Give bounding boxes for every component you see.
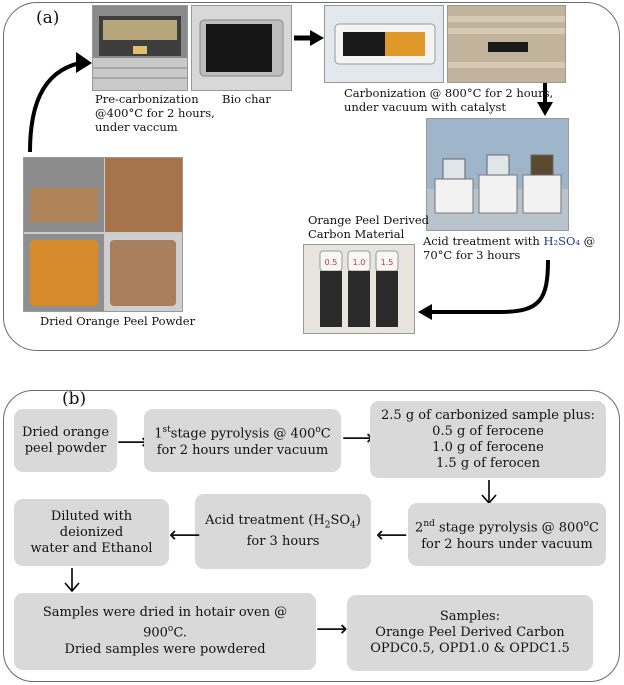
hotplates-drawing (427, 119, 568, 230)
oven-celsius: C. (173, 625, 187, 641)
acid-sub-2: 2 (324, 520, 331, 531)
arrow-right-3: ⟶ (316, 617, 348, 642)
tube-furnace-drawing (448, 6, 565, 82)
furnace-photo-precarb (92, 5, 188, 91)
stage2-degree: o (583, 519, 590, 530)
stage1-text: stage pyrolysis @ 400 (170, 426, 316, 442)
vial-label-3: 1.5 (381, 258, 394, 267)
acid-close: ) (355, 513, 361, 529)
acid-text: Acid treatment (H (205, 513, 325, 529)
furnace-drawing (93, 6, 187, 90)
carbonized-line4: 1.5 g of ferocen (436, 455, 540, 471)
step-stage1-line2: for 2 hours under vacuum (156, 442, 329, 458)
oven-degree: o (167, 624, 174, 635)
step-diluted: Diluted with deionized water and Ethanol (14, 499, 169, 566)
vials-photo: 0.5 1.0 1.5 (303, 244, 415, 334)
step-stage2-line1: 2nd stage pyrolysis @ 800oC (415, 516, 599, 536)
oven-line1: Samples were dried in hotair oven @ 900o… (20, 605, 310, 641)
stage2-ordinal: nd (423, 519, 435, 530)
stage1-degree: o (315, 425, 321, 436)
vials-drawing: 0.5 1.0 1.5 (304, 245, 414, 333)
acid-sub-4: 4 (350, 520, 356, 531)
arrow-right-1: ⟶ (117, 430, 149, 455)
step-acid-line1: Acid treatment (H2SO4) (205, 513, 361, 534)
stage2-celsius: C (589, 520, 599, 536)
caption-acid-text: Acid treatment with (423, 234, 544, 248)
step-dried-line1: Dried orange (21, 424, 110, 440)
caption-acid-treatment: Acid treatment with H₂SO₄ @ 70°C for 3 h… (423, 234, 595, 262)
caption-acid-line1: Acid treatment with H₂SO₄ @ (423, 234, 595, 248)
caption-dried-peel: Dried Orange Peel Powder (40, 314, 196, 328)
carbonized-line1: 2.5 g of carbonized sample plus: (381, 407, 595, 423)
oven-line2: Dried samples were powdered (64, 641, 266, 657)
vial-label-2: 1.0 (353, 258, 366, 267)
caption-precarbonization: Pre-carbonization @400°C for 2 hours, un… (95, 92, 215, 134)
dried-peel-photo (23, 157, 183, 312)
panel-b-label: (b) (62, 389, 87, 409)
step-stage1-line1: 1ststage pyrolysis @ 400oC (154, 422, 331, 442)
step-stage2-line2: for 2 hours under vacuum (421, 536, 593, 552)
samples-line2: Orange Peel Derived Carbon (375, 625, 565, 640)
stage1-num: 1 (154, 426, 163, 442)
arrow-left-1: ⟵ (376, 523, 408, 548)
stage1-ordinal: st (162, 425, 171, 436)
step-acid-treatment: Acid treatment (H2SO4) for 3 hours (195, 494, 371, 569)
caption-precarb-line3: under vaccum (95, 120, 178, 134)
step-stage1-pyrolysis: 1ststage pyrolysis @ 400oC for 2 hours u… (144, 409, 341, 472)
caption-carbonization-line1: Carbonization @ 800°C for 2 hours, (344, 86, 554, 100)
stage2-text: stage pyrolysis @ 800 (434, 520, 584, 536)
carbon-boat-drawing (325, 6, 443, 82)
carbonized-line2: 0.5 g of ferocene (432, 423, 544, 439)
caption-carbonization: Carbonization @ 800°C for 2 hours, under… (344, 86, 553, 114)
step-dried-line2: peel powder (24, 440, 107, 456)
carbonized-line3: 1.0 g of ferocene (432, 439, 544, 455)
oven-text: Samples were dried in hotair oven @ 900 (42, 605, 288, 641)
diluted-line2: water and Ethanol (30, 540, 153, 556)
caption-carbonization-line2: under vacuum with catalyst (344, 100, 506, 114)
step-samples: Samples: Orange Peel Derived Carbon OPDC… (347, 595, 593, 671)
stage2-num: 2 (415, 520, 424, 536)
caption-precarb-line1: Pre-carbonization (95, 92, 199, 106)
caption-precarb-line2: @400°C for 2 hours, (95, 106, 215, 120)
carbonization-boat-photo (324, 5, 444, 83)
step-dried-peel: Dried orange peel powder (14, 409, 117, 472)
samples-line1: Samples: (439, 609, 501, 624)
biochar-photo (191, 5, 292, 91)
samples-line3: OPDC0.5, OPD1.0 & OPDC1.5 (370, 641, 570, 656)
arrow-right-2: ⟶ (342, 426, 374, 451)
acid-so: SO (330, 513, 351, 529)
step-acid-line2: for 3 hours (246, 533, 320, 549)
biochar-drawing (192, 6, 291, 90)
panel-a-label: (a) (36, 8, 60, 28)
acid-treatment-photo (426, 118, 569, 231)
caption-acid-line2: 70°C for 3 hours (423, 248, 521, 262)
step-carbonized-ferrocene: 2.5 g of carbonized sample plus: 0.5 g o… (370, 401, 606, 478)
caption-acid-at: @ (580, 234, 596, 248)
step-stage2-pyrolysis: 2nd stage pyrolysis @ 800oC for 2 hours … (408, 503, 606, 566)
dried-peel-drawing (24, 158, 182, 311)
arrow-left-2: ⟵ (169, 523, 201, 548)
caption-opdc-line1: Orange Peel Derived (308, 213, 430, 227)
vial-label-1: 0.5 (325, 258, 338, 267)
tube-furnace-photo (447, 5, 566, 83)
step-oven-dried: Samples were dried in hotair oven @ 900o… (14, 593, 316, 670)
stage1-celsius: C (320, 426, 331, 442)
caption-opdc-line2: Carbon Material (308, 227, 405, 241)
caption-acid-chemical: H₂SO₄ (543, 234, 581, 248)
diluted-line1: Diluted with deionized (50, 508, 133, 540)
caption-opdc: Orange Peel Derived Carbon Material (308, 213, 429, 241)
caption-biochar: Bio char (222, 92, 271, 106)
